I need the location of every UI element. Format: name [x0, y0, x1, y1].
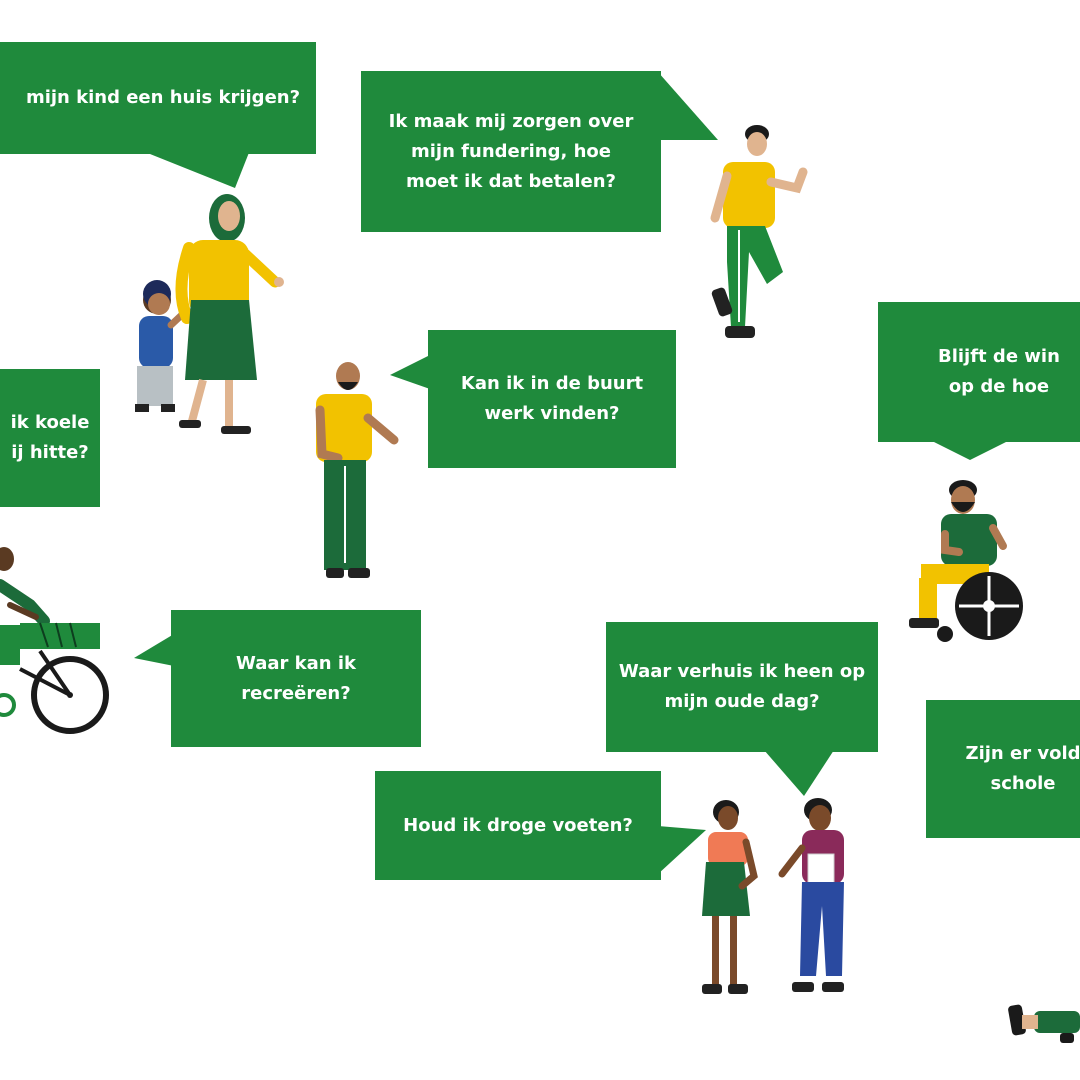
- speech-bubble-heat: ik koele ij hitte?: [0, 369, 100, 507]
- partial-figure-illustration: [1008, 1004, 1080, 1043]
- speech-bubble-old-age: Waar verhuis ik heen op mijn oude dag?: [606, 622, 878, 752]
- speech-bubble-house: mijn kind een huis krijgen?: [0, 42, 316, 154]
- speech-bubble-schools: Zijn er vold schole: [926, 700, 1080, 838]
- speech-bubble-foundation: Ik maak mij zorgen over mijn fundering, …: [361, 71, 661, 232]
- woman-with-child-illustration: [135, 194, 284, 434]
- speech-bubble-tail: [134, 634, 174, 666]
- speech-bubble-tail: [658, 826, 706, 874]
- speech-bubble-dry-feet: Houd ik droge voeten?: [375, 771, 661, 880]
- speech-bubble-tail: [764, 750, 834, 796]
- walking-man-illustration: [710, 125, 808, 338]
- bald-man-illustration: [315, 362, 399, 578]
- speech-bubble-shop: Blijft de win op de hoe: [878, 302, 1080, 442]
- speech-bubble-recreation: Waar kan ik recreëren?: [171, 610, 421, 747]
- speech-bubble-tail: [930, 440, 1010, 460]
- two-women-illustration: [702, 798, 844, 994]
- speech-bubble-tail: [140, 150, 250, 188]
- wheelchair-user-illustration: [909, 480, 1023, 642]
- cyclist-illustration: [0, 547, 109, 734]
- speech-bubble-tail: [390, 355, 430, 389]
- speech-bubble-tail: [658, 72, 718, 140]
- speech-bubble-work: Kan ik in de buurt werk vinden?: [428, 330, 676, 468]
